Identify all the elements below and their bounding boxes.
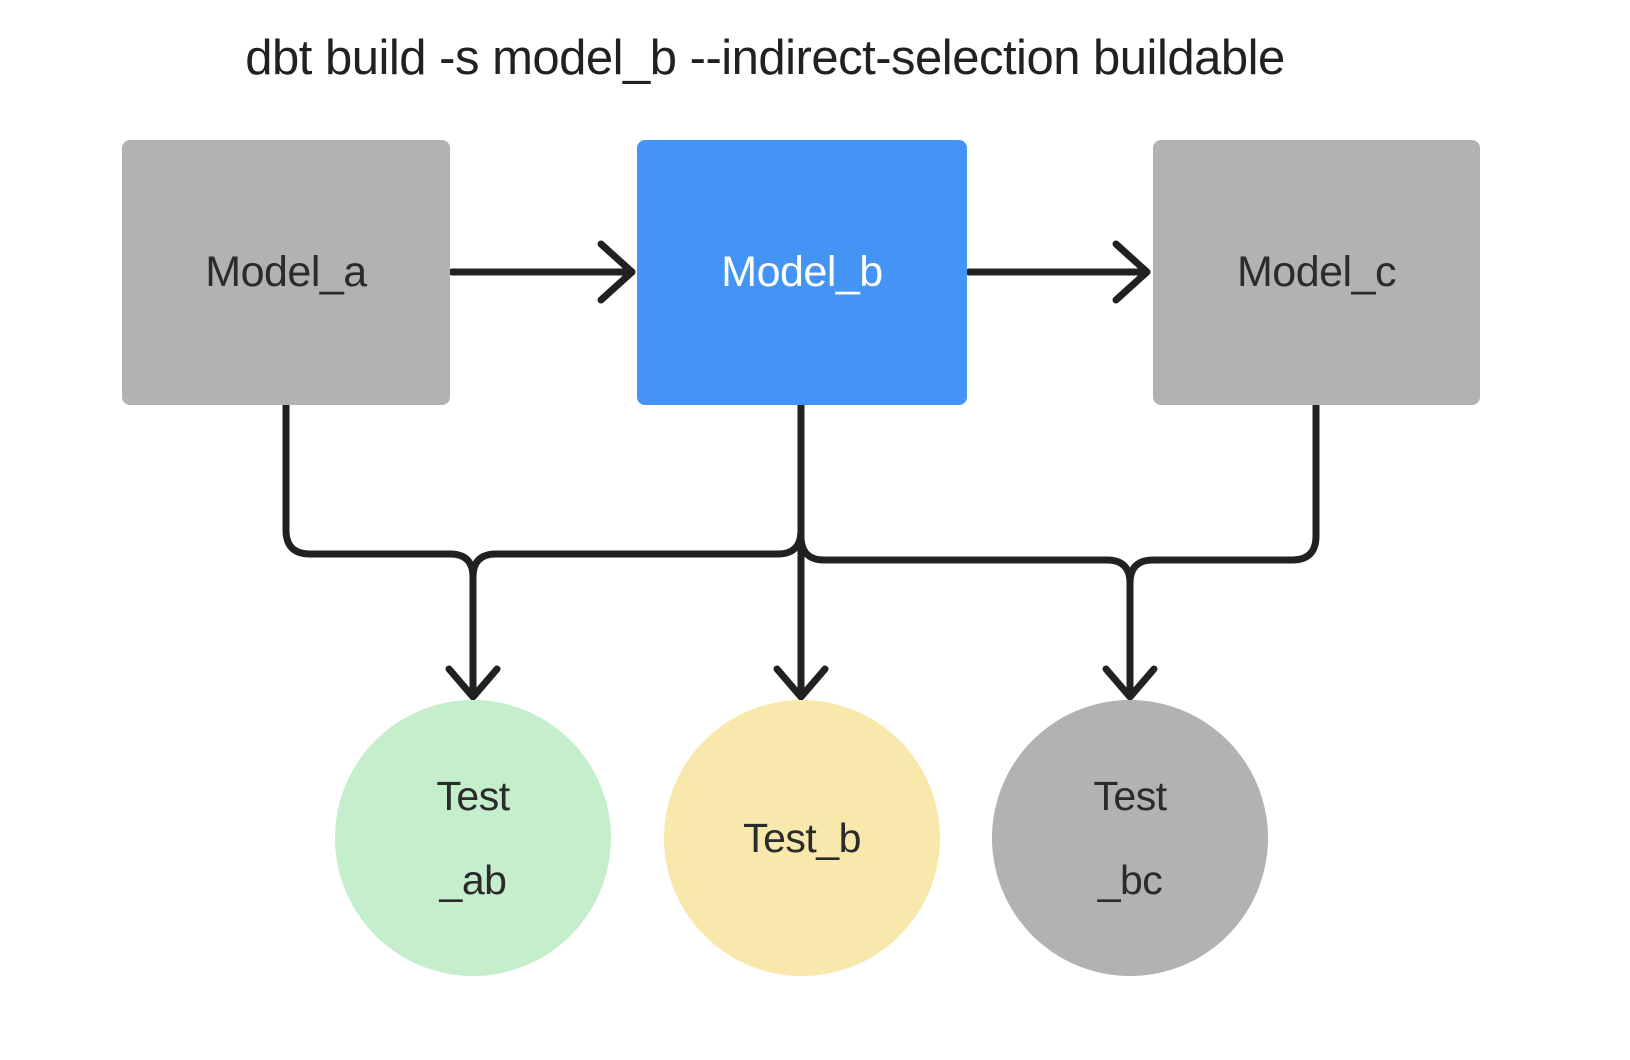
arrowhead-icon	[597, 240, 636, 304]
arrowhead-icon	[1102, 665, 1158, 701]
arrowhead-icon	[445, 665, 501, 701]
arrowhead-icon	[1112, 240, 1151, 304]
node-test-ab-label-line1: Test	[436, 773, 510, 819]
node-test-ab-label-line2: _ab	[439, 857, 507, 903]
edge-model-b-to-test-b	[773, 401, 829, 701]
node-test-b: Test_b	[664, 700, 940, 976]
node-model-a-label: Model_a	[205, 248, 367, 296]
node-test-bc-label-line2: _bc	[1097, 857, 1163, 903]
edge-model-b-to-test-ab	[469, 526, 805, 581]
arrowhead-icon	[773, 665, 829, 701]
node-model-b-label: Model_b	[721, 248, 883, 296]
edge-model-a-to-model-b	[448, 240, 636, 304]
edge-model-b-to-model-c	[965, 240, 1151, 304]
node-model-b-selected: Model_b	[637, 140, 967, 405]
node-model-a: Model_a	[122, 140, 450, 405]
edge-model-b-to-test-bc	[797, 532, 1134, 587]
node-test-b-label: Test_b	[743, 815, 861, 861]
edge-model-c-to-test-bc	[1102, 401, 1320, 701]
node-model-c-label: Model_c	[1236, 248, 1397, 296]
node-model-c: Model_c	[1153, 140, 1480, 405]
node-test-bc: Test _bc	[992, 700, 1268, 976]
diagram-title: dbt build -s model_b --indirect-selectio…	[245, 31, 1285, 85]
node-test-ab: Test _ab	[335, 700, 611, 976]
edge-model-a-to-test-ab	[282, 401, 501, 701]
node-test-bc-label-line1: Test	[1093, 773, 1167, 819]
